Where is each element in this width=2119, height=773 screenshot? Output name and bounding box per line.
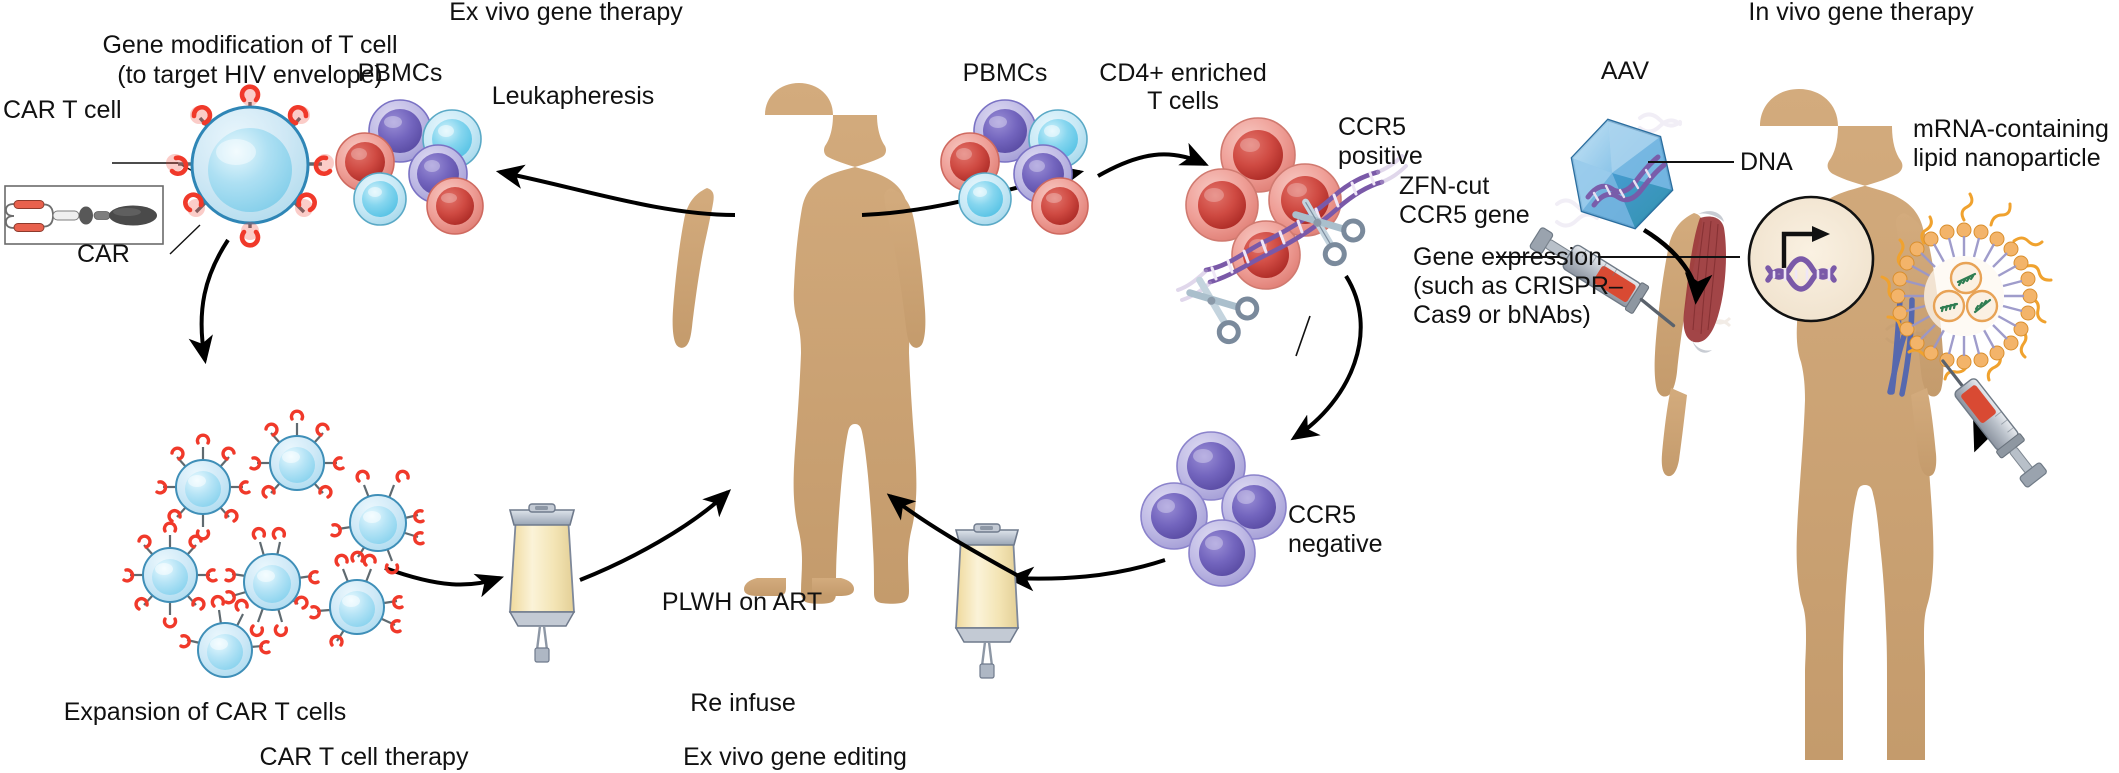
label-cd4-enriched-line2: T cells bbox=[1147, 87, 1219, 115]
zfn-cut-ccr5-gene bbox=[1176, 154, 1408, 345]
gene-expression-inset bbox=[1747, 195, 1875, 323]
ccr5-positive-cells bbox=[1185, 117, 1342, 290]
label-ccr5-negative-line2: negative bbox=[1288, 530, 1383, 558]
label-ccr5-positive-line2: positive bbox=[1338, 142, 1423, 170]
footer-car-t-cell-therapy: CAR T cell therapy bbox=[259, 743, 469, 771]
leader-car bbox=[169, 224, 201, 255]
iv-bag-cart bbox=[508, 503, 576, 663]
iv-bag-reinfuse bbox=[954, 523, 1020, 679]
arrow-pbmc-to-cd4 bbox=[1097, 142, 1209, 178]
label-lnp-line2: lipid nanoparticle bbox=[1913, 144, 2101, 172]
label-gene-expression-line1: Gene expression bbox=[1413, 243, 1603, 271]
label-zfn-cut-line1: ZFN-cut bbox=[1399, 172, 1490, 200]
label-car: CAR bbox=[77, 240, 130, 268]
syringe-intravenous bbox=[1941, 359, 2047, 488]
label-cd4-enriched-line1: CD4+ enriched bbox=[1099, 59, 1267, 87]
arrow-bag-to-body-right bbox=[886, 493, 1023, 580]
heading-ex-vivo: Ex vivo gene therapy bbox=[449, 0, 683, 26]
arrow-expansion-to-bag bbox=[384, 566, 504, 598]
heading-in-vivo: In vivo gene therapy bbox=[1748, 0, 1974, 26]
label-gene-modification-line1: Gene modification of T cell bbox=[102, 31, 398, 59]
label-leukapheresis: Leukapheresis bbox=[491, 82, 655, 110]
label-gene-expression-line2: (such as CRISPR– bbox=[1413, 272, 1623, 300]
label-gene-modification-line2: (to target HIV envelope) bbox=[117, 61, 383, 89]
aav-capsid bbox=[1555, 112, 1682, 230]
leader-zfn bbox=[1295, 315, 1311, 357]
big-car-t-cell bbox=[166, 84, 334, 248]
label-re-infuse: Re infuse bbox=[690, 689, 796, 717]
arrow-aav-to-injection bbox=[1642, 228, 1713, 305]
arrow-ccr5neg-to-bag bbox=[1005, 558, 1166, 592]
scissors-icon-upper bbox=[1292, 198, 1366, 267]
label-aav: AAV bbox=[1600, 57, 1650, 85]
label-ccr5-negative-line1: CCR5 bbox=[1288, 501, 1357, 529]
syringe-intramuscular bbox=[1529, 227, 1676, 328]
label-ccr5-positive-line1: CCR5 bbox=[1338, 113, 1407, 141]
arrow-bag-to-body-left bbox=[579, 489, 732, 582]
footer-ex-vivo-gene-editing: Ex vivo gene editing bbox=[683, 743, 907, 771]
scissors-icon-lower bbox=[1186, 276, 1260, 345]
pbmc-cluster-right bbox=[940, 99, 1089, 235]
label-pbmcs-right: PBMCs bbox=[962, 59, 1048, 87]
label-gene-expression-line3: Cas9 or bNAbs) bbox=[1413, 301, 1591, 329]
arrow-cart-to-expansion bbox=[188, 238, 230, 365]
arrow-body-to-left-pbmc bbox=[495, 164, 736, 217]
patient-body-invivo bbox=[1654, 89, 1944, 760]
label-expansion-car-t-cells: Expansion of CAR T cells bbox=[63, 698, 347, 726]
lipid-nanoparticle bbox=[1880, 192, 2053, 382]
pbmc-cluster-left bbox=[335, 99, 484, 235]
patient-body-center bbox=[672, 83, 926, 604]
arrow-ccr5pos-to-ccr5neg bbox=[1290, 274, 1363, 441]
car-construct-inset bbox=[4, 185, 164, 245]
label-lnp-line1: mRNA-containing bbox=[1913, 115, 2109, 143]
label-zfn-cut-line2: CCR5 gene bbox=[1399, 201, 1530, 229]
label-car-t-cell: CAR T cell bbox=[3, 96, 122, 124]
label-dna: DNA bbox=[1740, 148, 1793, 176]
expanded-car-t-cells bbox=[122, 409, 425, 678]
label-plwh-on-art: PLWH on ART bbox=[661, 588, 823, 616]
ccr5-negative-cells bbox=[1140, 431, 1287, 587]
label-pbmcs-left: PBMCs bbox=[357, 59, 443, 87]
